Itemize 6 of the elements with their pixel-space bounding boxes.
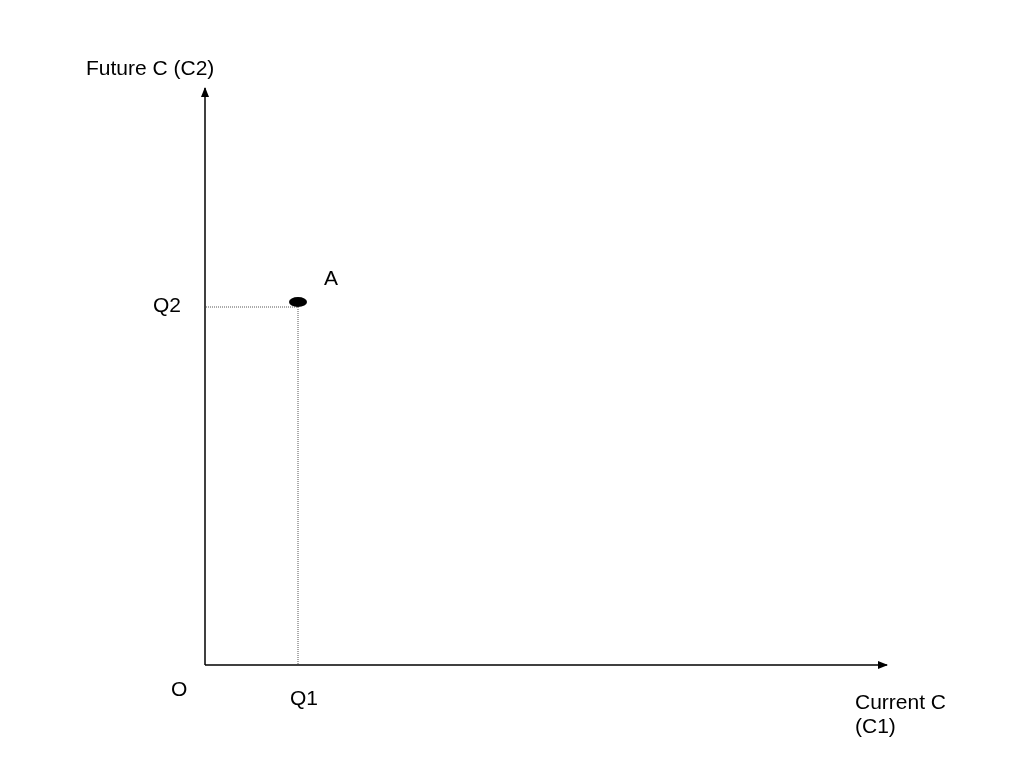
axis-title: Current C (C1) [855,690,948,738]
tick-label: Q2 [153,293,181,317]
origin-label: O [171,677,188,701]
axis-title: Future C (C2) [86,56,215,80]
point-label: A [324,266,338,290]
tick-label: Q1 [290,686,318,710]
